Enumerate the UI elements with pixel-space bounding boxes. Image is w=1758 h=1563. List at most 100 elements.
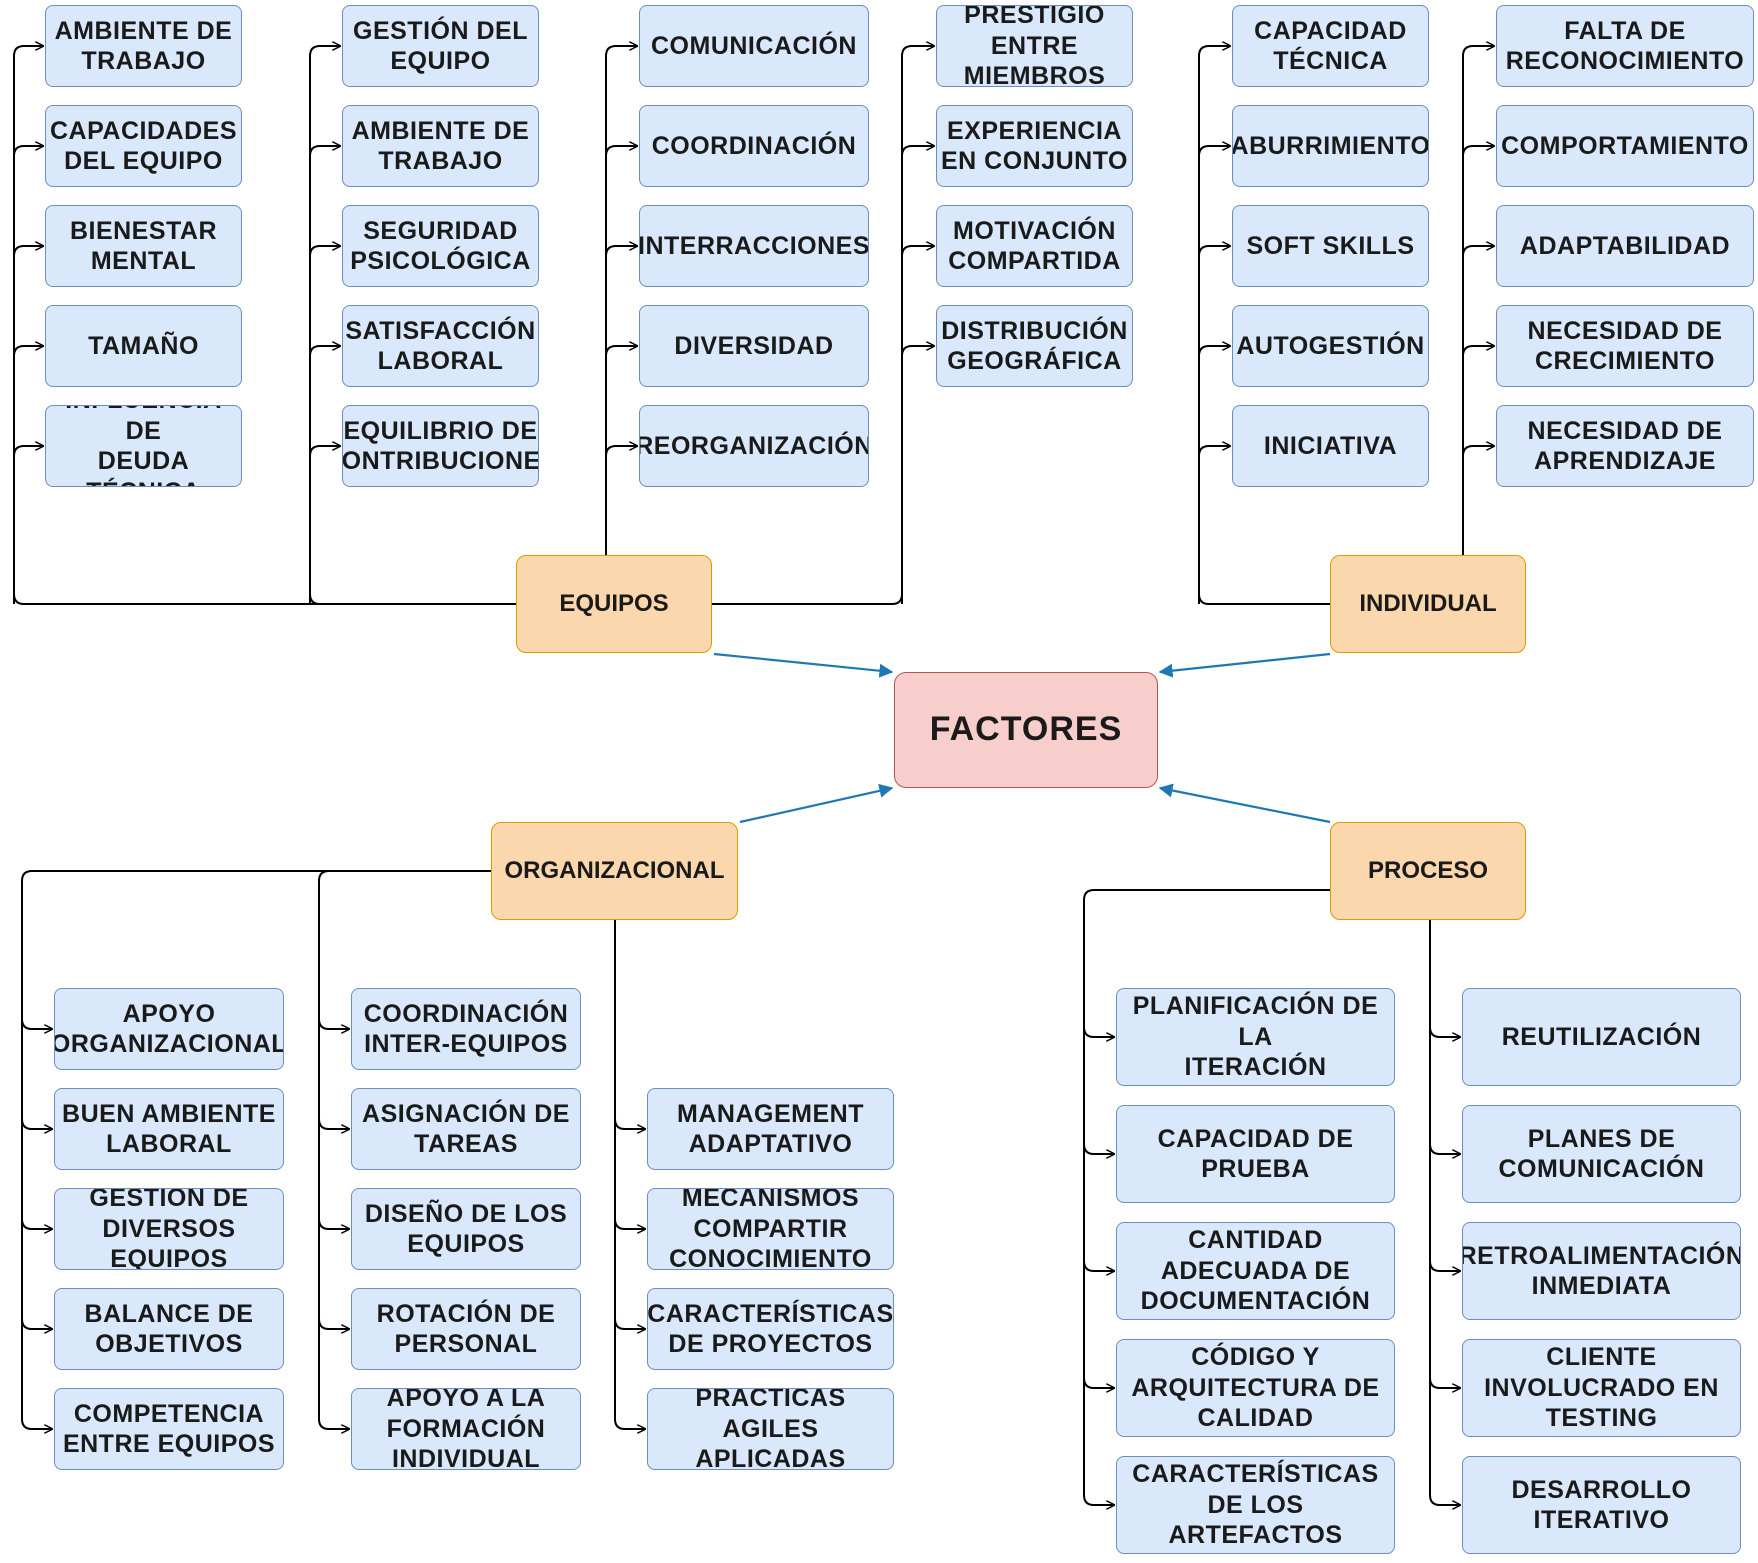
arrow-organizacional-to-root [739, 783, 894, 824]
proceso-leaf-capacidad-de-prueba: CAPACIDAD DE PRUEBA [1116, 1105, 1395, 1203]
equipos-branch-2-4 [605, 446, 637, 457]
equipos-leaf-experiencia-en-conjunto: EXPERIENCIA EN CONJUNTO [936, 105, 1133, 187]
proceso-branch-1-1 [1429, 1143, 1460, 1154]
equipos-leaf-gestion-del-equipo: GESTIÓN DEL EQUIPO [342, 5, 539, 87]
individual-leaf-soft-skills: SOFT SKILLS [1232, 205, 1429, 287]
organizacional-branch-2-2 [614, 1318, 645, 1329]
proceso-leaf-cantidad-adecuada-de-documentacion-label: CANTIDAD ADECUADA DE DOCUMENTACIÓN [1140, 1226, 1371, 1316]
proceso-leaf-planes-de-comunicacion-label: PLANES DE COMUNICACIÓN [1498, 1124, 1705, 1184]
proceso-leaf-reutilizacion-label: REUTILIZACIÓN [1501, 1022, 1702, 1051]
individual-leaf-falta-de-reconocimiento: FALTA DE RECONOCIMIENTO [1496, 5, 1754, 87]
organizacional-branch-0-3 [21, 1318, 52, 1329]
organizacional-leaf-coordinacion-inter-equipos: COORDINACIÓN INTER-EQUIPOS [351, 988, 581, 1070]
individual-spine-0 [1198, 46, 1230, 604]
equipos-leaf-reorganizacion-label: REORGANIZACIÓN [639, 431, 869, 460]
individual-branch-0-4 [1198, 446, 1230, 457]
category-proceso-label: PROCESO [1367, 857, 1489, 885]
equipos-bus-right [712, 593, 903, 605]
equipos-leaf-diversidad: DIVERSIDAD [639, 305, 869, 387]
organizacional-leaf-apoyo-organizacional-label: APOYO ORGANIZACIONAL [54, 999, 284, 1059]
equipos-spine-2 [605, 46, 637, 604]
organizacional-leaf-diseno-de-los-equipos: DISEÑO DE LOS EQUIPOS [351, 1188, 581, 1270]
equipos-branch-2-3 [605, 346, 637, 357]
organizacional-branch-0-2 [21, 1218, 52, 1229]
equipos-leaf-coordinacion: COORDINACIÓN [639, 105, 869, 187]
proceso-leaf-cliente-involucrado-en-testing-label: CLIENTE INVOLUCRADO EN TESTING [1484, 1343, 1719, 1433]
equipos-leaf-distribucion-geografica-label: DISTRIBUCIÓN GEOGRÁFICA [941, 316, 1128, 376]
organizacional-leaf-practicas-agiles-aplicadas: PRÁCTICAS AGILES APLICADAS [647, 1388, 894, 1470]
organizacional-branch-0-1 [21, 1118, 52, 1129]
organizacional-leaf-buen-ambiente-laboral-label: BUEN AMBIENTE LABORAL [62, 1099, 276, 1159]
equipos-branch-0-2 [13, 246, 43, 257]
equipos-branch-1-1 [309, 146, 340, 157]
equipos-leaf-comunicacion-label: COMUNICACIÓN [651, 31, 857, 60]
equipos-leaf-prestigio-entre-miembros: PRESTIGIO ENTRE MIEMBROS [936, 5, 1133, 87]
proceso-leaf-planificacion-de-la-iteracion: PLANIFICACIÓN DE LA ITERACIÓN [1116, 988, 1395, 1086]
individual-branch-1-1 [1462, 146, 1494, 157]
root-factores-label: FACTORES [929, 710, 1123, 749]
equipos-branch-1-3 [309, 346, 340, 357]
category-individual-label: INDIVIDUAL [1359, 590, 1497, 618]
proceso-branch-0-3 [1083, 1377, 1114, 1388]
equipos-leaf-motivacion-compartida-label: MOTIVACIÓN COMPARTIDA [948, 216, 1121, 276]
proceso-branch-1-0 [1429, 1026, 1460, 1037]
root-factores: FACTORES [894, 672, 1158, 788]
individual-leaf-comportamiento-label: COMPORTAMIENTO [1501, 131, 1749, 160]
organizacional-branch-2-0 [614, 1118, 645, 1129]
equipos-leaf-reorganizacion: REORGANIZACIÓN [639, 405, 869, 487]
proceso-branch-0-1 [1083, 1143, 1114, 1154]
individual-bus-left [1198, 593, 1330, 605]
equipos-leaf-interracciones: INTERRACCIONES [639, 205, 869, 287]
organizacional-bus [21, 870, 491, 882]
equipos-leaf-bienestar-mental: BIENESTAR MENTAL [45, 205, 242, 287]
category-individual: INDIVIDUAL [1330, 555, 1526, 653]
organizacional-bus-join-1 [318, 870, 330, 882]
category-to-root-arrows [713, 652, 1331, 824]
arrow-individual-to-root [1158, 652, 1331, 678]
proceso-leaf-cantidad-adecuada-de-documentacion: CANTIDAD ADECUADA DE DOCUMENTACIÓN [1116, 1222, 1395, 1320]
equipos-branch-1-2 [309, 246, 340, 257]
organizacional-leaf-caracteristicas-de-proyectos: CARACTERÍSTICAS DE PROYECTOS [647, 1288, 894, 1370]
individual-branch-1-2 [1462, 246, 1494, 257]
equipos-leaf-equilibrio-de-contribuciones-label: EQUILIBRIO DE CONTRIBUCIONES [342, 416, 539, 476]
individual-leaf-necesidad-de-crecimiento-label: NECESIDAD DE CRECIMIENTO [1527, 316, 1723, 376]
individual-leaf-aburrimiento-label: ABURRIMIENTO [1232, 131, 1429, 160]
equipos-leaf-ambiente-de-trabajo-label: AMBIENTE DE TRABAJO [54, 16, 233, 76]
organizacional-leaf-apoyo-a-la-formacion-individual-label: APOYO A LA FORMACIÓN INDIVIDUAL [386, 1388, 546, 1470]
organizacional-leaf-asignacion-de-tareas-label: ASIGNACIÓN DE TAREAS [362, 1099, 570, 1159]
individual-branch-0-2 [1198, 246, 1230, 257]
organizacional-leaf-mecanismos-compartir-conocimiento: MECANISMOS COMPARTIR CONOCIMIENTO [647, 1188, 894, 1270]
proceso-leaf-caracteristicas-de-los-artefactos-label: CARACTERÍSTICAS DE LOS ARTEFACTOS [1132, 1460, 1379, 1550]
individual-leaf-adaptabilidad: ADAPTABILIDAD [1496, 205, 1754, 287]
category-organizacional-label: ORGANIZACIONAL [504, 857, 725, 885]
equipos-leaf-bienestar-mental-label: BIENESTAR MENTAL [69, 216, 218, 276]
organizacional-leaf-gestion-de-diversos-equipos-label: GESTIÓN DE DIVERSOS EQUIPOS [89, 1188, 249, 1270]
equipos-leaf-motivacion-compartida: MOTIVACIÓN COMPARTIDA [936, 205, 1133, 287]
equipos-spine-1 [309, 46, 340, 604]
proceso-leaf-desarrollo-iterativo: DESARROLLO ITERATIVO [1462, 1456, 1741, 1554]
organizacional-leaf-balance-de-objetivos: BALANCE DE OBJETIVOS [54, 1288, 284, 1370]
organizacional-leaf-competencia-entre-equipos-label: COMPETENCIA ENTRE EQUIPOS [62, 1399, 276, 1459]
equipos-spine-0 [13, 46, 43, 604]
category-equipos-label: EQUIPOS [559, 590, 669, 618]
individual-leaf-aburrimiento: ABURRIMIENTO [1232, 105, 1429, 187]
equipos-spine-3 [901, 46, 934, 604]
individual-leaf-falta-de-reconocimiento-label: FALTA DE RECONOCIMIENTO [1505, 16, 1745, 76]
organizacional-leaf-rotacion-de-personal: ROTACIÓN DE PERSONAL [351, 1288, 581, 1370]
proceso-leaf-capacidad-de-prueba-label: CAPACIDAD DE PRUEBA [1157, 1124, 1354, 1184]
organizacional-branch-0-0 [21, 1018, 52, 1029]
equipos-branch-1-4 [309, 446, 340, 457]
equipos-leaf-equilibrio-de-contribuciones: EQUILIBRIO DE CONTRIBUCIONES [342, 405, 539, 487]
equipos-branch-2-2 [605, 246, 637, 257]
organizacional-branch-1-2 [318, 1218, 349, 1229]
proceso-leaf-caracteristicas-de-los-artefactos: CARACTERÍSTICAS DE LOS ARTEFACTOS [1116, 1456, 1395, 1554]
equipos-leaf-seguridad-psicologica: SEGURIDAD PSICOLÓGICA [342, 205, 539, 287]
individual-branch-0-3 [1198, 346, 1230, 357]
organizacional-leaf-management-adaptativo: MANAGEMENT ADAPTATIVO [647, 1088, 894, 1170]
category-equipos: EQUIPOS [516, 555, 712, 653]
organizacional-branch-1-1 [318, 1118, 349, 1129]
organizacional-spine-1 [318, 881, 349, 1429]
equipos-leaf-tamano: TAMAÑO [45, 305, 242, 387]
category-organizacional: ORGANIZACIONAL [491, 822, 738, 920]
